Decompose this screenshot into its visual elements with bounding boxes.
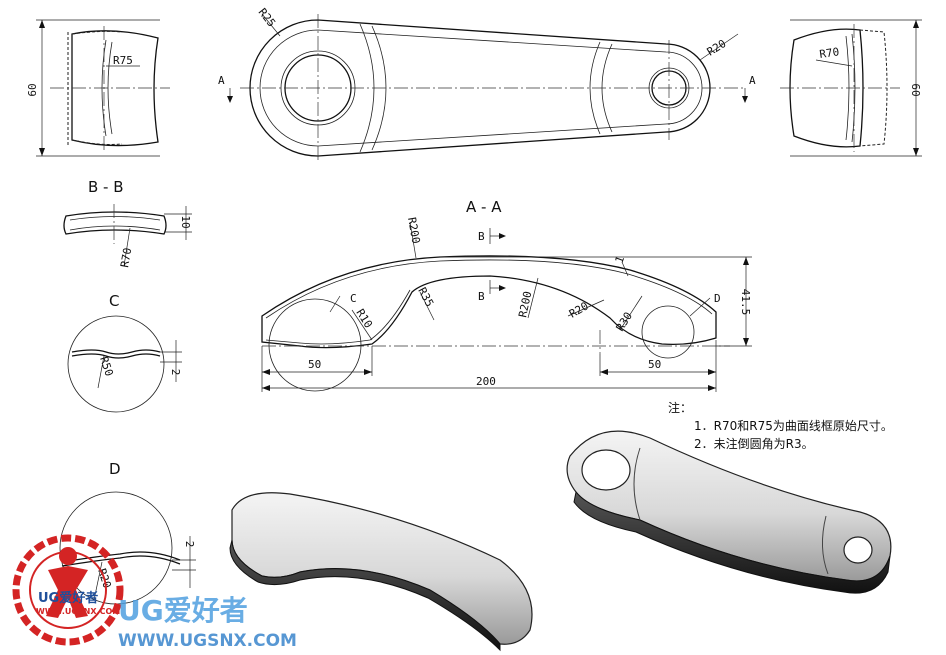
section-mark-left: A: [218, 74, 225, 87]
aa-height: 41.5: [739, 289, 752, 316]
watermark-logo: UG爱好者: [118, 594, 248, 627]
detail-c: C 2 R50: [67, 292, 182, 413]
left-width-dim: 60: [26, 83, 39, 96]
top-radius-left: R25: [256, 6, 278, 30]
section-bb-title: B - B: [88, 178, 124, 196]
right-radius-dim: R70: [819, 45, 840, 61]
aa-right-length: 50: [648, 358, 661, 371]
right-end-view: 60 R70: [780, 19, 922, 157]
left-end-view: 60 R75: [26, 19, 170, 157]
section-aa-title: A - A: [466, 198, 502, 216]
aa-r30: R30: [614, 310, 636, 334]
watermark-badge-text: UG爱好者: [38, 590, 98, 606]
watermark-badge: [12, 534, 124, 646]
aa-r-inner: R200: [516, 290, 534, 319]
notes-line-1: 1．R70和R75为曲面线框原始尺寸。: [694, 419, 893, 433]
watermark-badge-site: WWW.UGSNX.COM: [36, 607, 120, 616]
bb-height-dim: 10: [179, 215, 192, 228]
aa-cut-b-top: B: [478, 230, 485, 243]
aa-total-length: 200: [476, 375, 496, 388]
aa-cut-b-bottom: B: [478, 290, 485, 303]
detail-c-title: C: [109, 292, 119, 310]
section-mark-right: A: [749, 74, 756, 87]
left-radius-dim: R75: [113, 54, 133, 67]
person-icon: [59, 547, 77, 565]
aa-r35: R35: [415, 285, 436, 309]
detail-d-title: D: [109, 460, 121, 478]
aa-left-length: 50: [308, 358, 321, 371]
notes-heading: 注：: [668, 400, 692, 415]
notes-line-2: 2．未注倒圆角为R3。: [694, 436, 814, 451]
aa-label-d: D: [714, 292, 721, 305]
section-bb: B - B 10 R70: [63, 178, 192, 269]
detail-d-depth: 2: [183, 541, 196, 548]
aa-r10: R10: [353, 307, 375, 331]
detail-c-depth: 2: [169, 369, 182, 376]
rendered-part-side: [229, 492, 533, 652]
section-aa: A - A 50 50 200 41.5 1 R200 R200: [261, 198, 752, 392]
watermark: UG爱好者 WWW.UGSNX.COM UG爱好者 WWW.UGSNX.COM: [12, 534, 297, 651]
top-radius-right: R20: [705, 37, 729, 59]
aa-label-c: C: [350, 292, 357, 305]
rendered-part-iso: [566, 430, 892, 594]
aa-thickness: 1: [613, 254, 627, 265]
watermark-site: WWW.UGSNX.COM: [118, 631, 297, 651]
top-view: R25 R20 A A: [218, 6, 756, 162]
right-width-dim: 60: [909, 83, 922, 96]
aa-r-top: R200: [405, 216, 422, 244]
detail-c-radius: R50: [97, 355, 116, 378]
notes: 注： 1．R70和R75为曲面线框原始尺寸。 2．未注倒圆角为R3。: [668, 400, 893, 451]
bb-radius-dim: R70: [118, 247, 134, 269]
